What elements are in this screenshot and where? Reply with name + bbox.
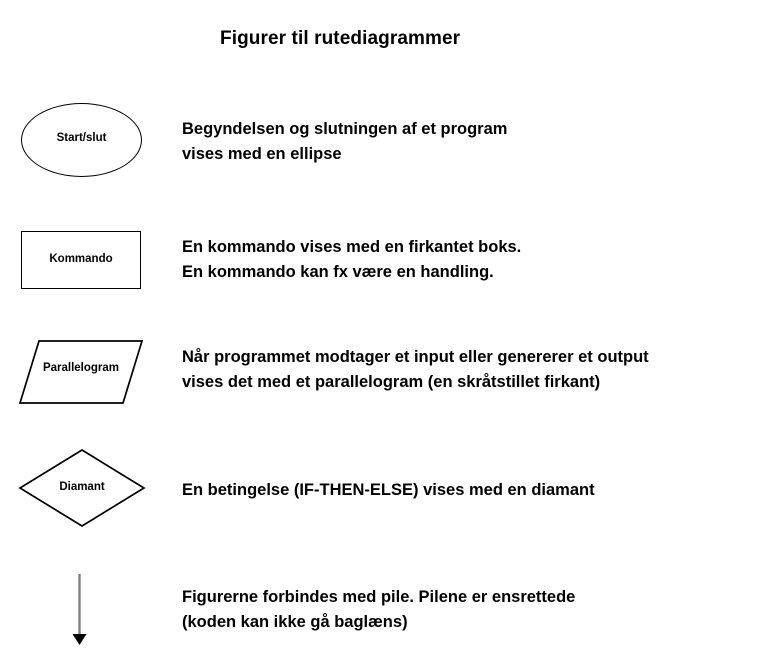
description-parallelogram-line-2: vises det med et parallelogram (en skråt… (182, 373, 601, 391)
shape-diamond: Diamant (18, 448, 146, 528)
description-arrow-line-2: (koden kan ikke gå baglæns) (182, 613, 408, 631)
diamond-outline-icon (18, 449, 146, 527)
shape-rectangle-label: Kommando (49, 253, 113, 265)
description-rectangle-line-2: En kommando kan fx være en handling. (182, 263, 494, 281)
description-parallelogram: Når programmet modtager et input eller g… (182, 345, 649, 395)
parallelogram-outline-icon (18, 340, 144, 404)
description-rectangle: En kommando vises med en firkantet boks.… (182, 235, 521, 285)
description-arrow-line-1: Figurerne forbindes med pile. Pilene er … (182, 588, 576, 606)
description-diamond-line-1: En betingelse (IF-THEN-ELSE) vises med e… (182, 481, 595, 499)
shape-ellipse-label: Start/slut (56, 132, 107, 144)
shape-parallelogram-label: Parallelogram (42, 362, 120, 374)
arrow-down-icon (72, 574, 87, 645)
description-diamond: En betingelse (IF-THEN-ELSE) vises med e… (182, 478, 595, 503)
shape-arrow (62, 572, 98, 650)
description-ellipse-line-2: vises med en ellipse (182, 145, 342, 163)
description-parallelogram-line-1: Når programmet modtager et input eller g… (182, 348, 649, 366)
description-ellipse: Begyndelsen og slutningen af et program … (182, 117, 507, 167)
shape-ellipse: Start/slut (21, 103, 142, 177)
page-title: Figurer til rutediagrammer (220, 28, 461, 49)
shape-diamond-label: Diamant (59, 481, 105, 493)
shape-parallelogram: Parallelogram (18, 339, 144, 405)
description-arrow: Figurerne forbindes med pile. Pilene er … (182, 585, 575, 635)
description-ellipse-line-1: Begyndelsen og slutningen af et program (182, 120, 508, 138)
description-rectangle-line-1: En kommando vises med en firkantet boks. (182, 238, 522, 256)
shape-rectangle: Kommando (21, 231, 141, 289)
